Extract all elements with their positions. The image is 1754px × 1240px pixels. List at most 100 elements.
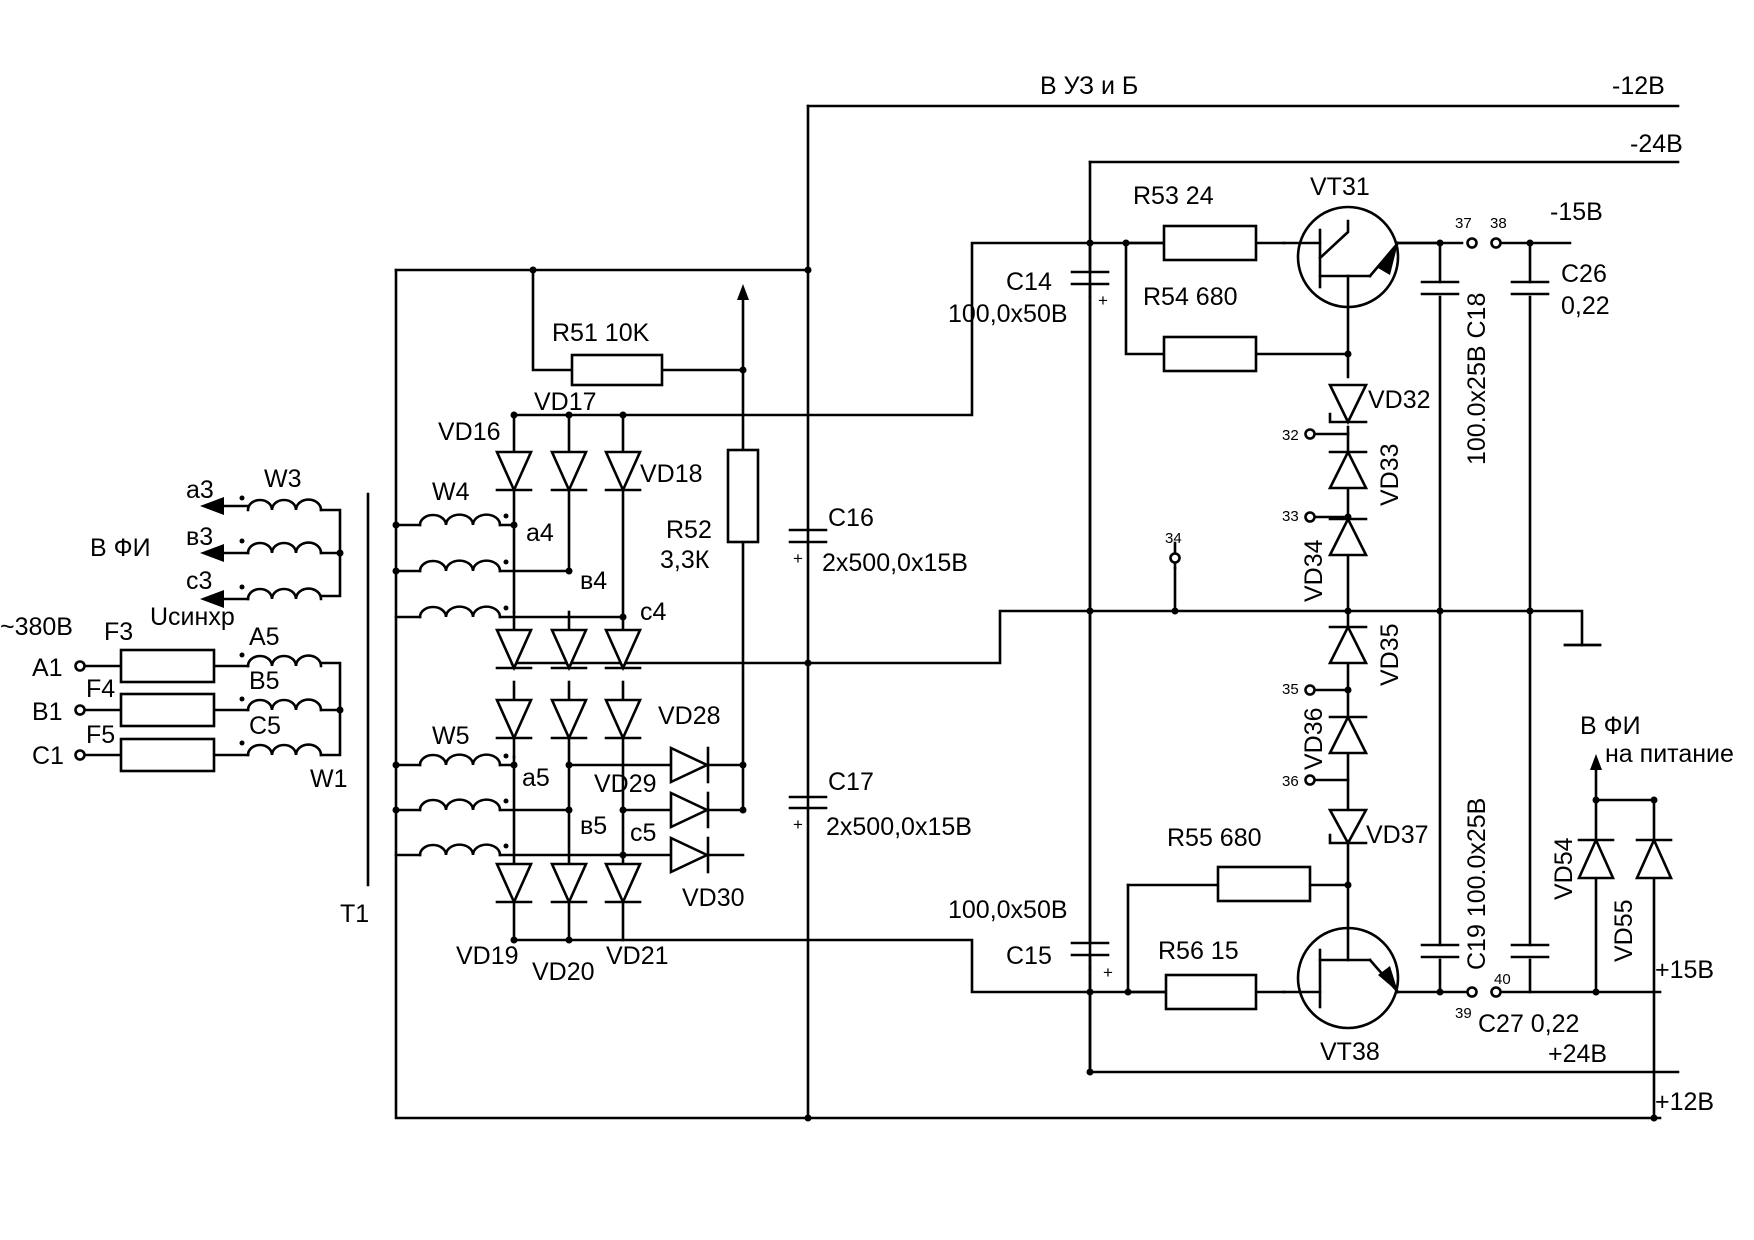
diode-vd35 <box>1327 624 1369 665</box>
resistor-r56 <box>1164 973 1258 1011</box>
label-c15-name: C15 <box>1006 942 1052 970</box>
resistor-r53 <box>1162 224 1258 262</box>
label-b4: в4 <box>580 567 607 595</box>
label-c14-name: C14 <box>1006 268 1052 296</box>
label-on-power: на питание <box>1605 740 1734 768</box>
label-a4: а4 <box>526 519 554 547</box>
diode-vd34 <box>1327 516 1369 557</box>
fuse-f5 <box>119 737 216 773</box>
label-tp35: 35 <box>1282 681 1299 698</box>
diode-vd20 <box>549 862 589 906</box>
resistor-r54 <box>1162 335 1258 373</box>
resistors <box>570 224 1312 1011</box>
label-c5: с5 <box>630 819 656 847</box>
windings <box>239 495 509 857</box>
label-c15-value: 100,0x50B <box>948 896 1068 924</box>
arrow-c3-icon <box>200 590 224 608</box>
label-f5: F5 <box>86 721 115 749</box>
label-r53: R53 24 <box>1133 182 1214 210</box>
label-w3: W3 <box>264 465 302 493</box>
label-a1: A1 <box>32 654 63 682</box>
label-f4: F4 <box>86 675 115 703</box>
resistor-r55 <box>1216 865 1312 903</box>
label-c26-name: C26 <box>1561 260 1607 288</box>
coil-w3-c <box>246 587 323 601</box>
coil-w4-b <box>418 559 502 573</box>
coil-w4-a <box>418 513 502 527</box>
diode-vd36 <box>1327 714 1369 755</box>
label-w1: W1 <box>310 765 348 793</box>
labels: В УЗ и Б -12В -24В -15В +15В +24В +12В В… <box>0 72 1734 1116</box>
label-m24: -24В <box>1630 130 1683 158</box>
test-point-37 <box>1466 237 1478 249</box>
label-vd19: VD19 <box>456 942 519 970</box>
label-vd20: VD20 <box>532 958 595 986</box>
capacitor-c26 <box>1510 280 1550 296</box>
arrow-b3-icon <box>200 544 224 562</box>
label-tp32: 32 <box>1282 427 1299 444</box>
test-points <box>74 237 1502 998</box>
diode-vd28 <box>669 745 711 785</box>
capacitor-c27 <box>1510 943 1550 959</box>
fuses <box>119 648 216 773</box>
test-point-32 <box>1304 428 1316 440</box>
label-vd33: VD33 <box>1376 443 1404 506</box>
test-point-38 <box>1490 237 1502 249</box>
diode-u4-a <box>494 628 534 672</box>
label-tp38: 38 <box>1490 215 1507 232</box>
label-c3: с3 <box>186 567 212 595</box>
test-point-35 <box>1304 684 1316 696</box>
coil-w5-c <box>418 843 502 857</box>
label-tp39: 39 <box>1455 1005 1472 1022</box>
label-c1: C1 <box>32 742 64 770</box>
capacitors: + + + + <box>788 270 1550 982</box>
label-r55: R55 680 <box>1167 824 1262 852</box>
label-c27: C27 0,22 <box>1478 1010 1579 1038</box>
test-point-34 <box>1169 552 1181 564</box>
fuse-f4 <box>119 692 216 728</box>
label-A5: A5 <box>249 623 280 651</box>
label-sync: Uсинхр <box>150 603 235 631</box>
diode-vd30 <box>669 835 711 875</box>
label-c16-name: C16 <box>828 504 874 532</box>
label-to-fi-power: В ФИ <box>1580 712 1641 740</box>
label-vt31: VT31 <box>1310 173 1370 201</box>
arrows <box>200 284 1602 770</box>
label-c16-value: 2x500,0x15B <box>822 549 968 577</box>
svg-text:+: + <box>793 815 803 834</box>
label-C5: C5 <box>249 712 281 740</box>
diode-vd19 <box>494 862 534 906</box>
label-c14-value: 100,0x50B <box>948 300 1068 328</box>
junctions <box>336 239 1658 1122</box>
coil-w5-b <box>418 798 502 812</box>
label-vd30: VD30 <box>682 884 745 912</box>
svg-text:+: + <box>1103 963 1113 982</box>
diode-vd37 <box>1327 808 1369 846</box>
label-vd29: VD29 <box>594 770 657 798</box>
label-c4: с4 <box>640 598 667 626</box>
label-r51: R51 10K <box>552 319 650 347</box>
label-a3: а3 <box>186 476 214 504</box>
diode-vd29 <box>669 790 711 830</box>
label-m15: -15В <box>1550 198 1603 226</box>
label-vd28: VD28 <box>658 702 721 730</box>
label-p15: +15В <box>1655 956 1714 984</box>
label-B5: B5 <box>249 667 280 695</box>
label-b5: в5 <box>580 812 607 840</box>
label-r56: R56 15 <box>1158 937 1239 965</box>
label-mains: ~380В <box>0 613 73 641</box>
label-vd34: VD34 <box>1300 539 1328 602</box>
diode-vd32 <box>1327 383 1369 425</box>
label-c17-name: C17 <box>828 768 874 796</box>
arrow-a3-icon <box>200 497 224 515</box>
label-vd36: VD36 <box>1300 707 1328 770</box>
label-m12: -12В <box>1612 72 1665 100</box>
arrow-up-fi-power-icon <box>1590 754 1602 770</box>
coil-w3-a <box>246 498 323 512</box>
diode-l5-a <box>494 698 534 742</box>
label-to-uz-b: В УЗ и Б <box>1040 72 1138 100</box>
terminal-b1 <box>74 704 86 716</box>
diode-vd17 <box>549 450 589 494</box>
